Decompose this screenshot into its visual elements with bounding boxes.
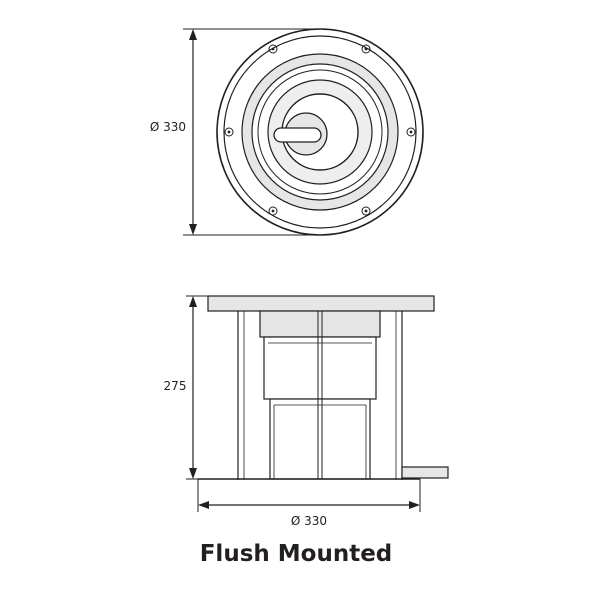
width-dimension: Ø 330	[197, 479, 421, 528]
body-tier-top	[259, 310, 381, 338]
lens-ring-middle	[257, 69, 383, 195]
arrow-up-icon	[189, 29, 197, 40]
cable-outlet-tab	[401, 466, 449, 479]
flange-inner-ring	[223, 35, 417, 229]
screw-icon	[406, 127, 416, 137]
height-dimension: 275	[164, 295, 208, 480]
side-view: 275 Ø 330	[164, 295, 449, 528]
body-tier-middle	[263, 336, 377, 400]
caption-title: Flush Mounted	[199, 541, 393, 567]
rotating-optic	[273, 112, 328, 156]
arrow-down-icon	[189, 224, 197, 235]
top-diameter-label: Ø 330	[150, 120, 186, 134]
width-label: Ø 330	[291, 514, 327, 528]
arrow-left-icon	[198, 501, 209, 509]
arrow-right-icon	[409, 501, 420, 509]
top-view: Ø 330	[150, 28, 424, 236]
arrow-down-icon	[189, 468, 197, 479]
screw-icon	[224, 127, 234, 137]
screw-icon	[361, 206, 371, 216]
top-diameter-dimension: Ø 330	[150, 28, 320, 236]
body-tier-lower	[269, 398, 371, 480]
screw-icon	[268, 44, 278, 54]
screw-holes	[224, 44, 416, 216]
flange-plate	[207, 295, 435, 312]
screw-icon	[361, 44, 371, 54]
arrow-up-icon	[189, 296, 197, 307]
optic-arm	[273, 127, 322, 143]
screw-icon	[268, 206, 278, 216]
height-label: 275	[164, 379, 187, 393]
